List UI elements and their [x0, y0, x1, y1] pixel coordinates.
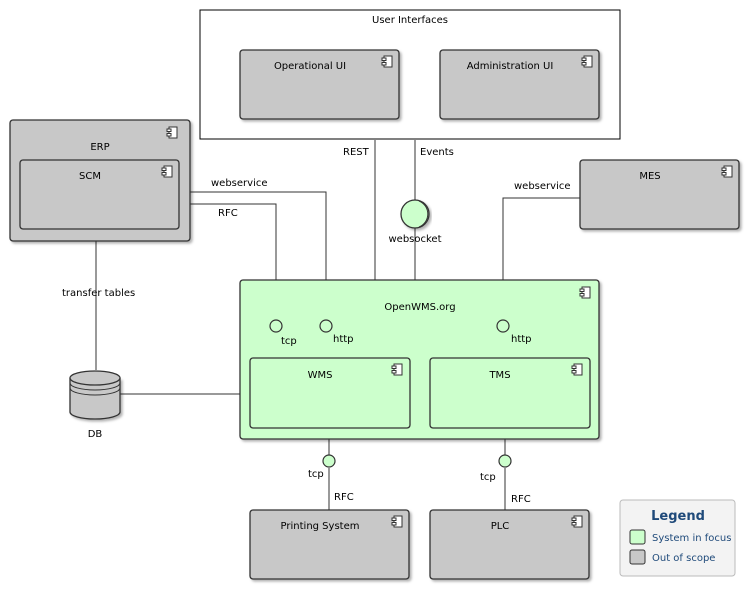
administration-ui-component[interactable]: Administration UI: [439, 49, 600, 120]
plc-component[interactable]: PLC: [429, 509, 590, 580]
transfer-tables-label: transfer tables: [62, 288, 135, 299]
wms-http-port: [319, 319, 333, 333]
printing-system-label: Printing System: [281, 521, 360, 532]
legend: Legend System in focus Out of scope: [619, 499, 736, 577]
mes-webservice-label: webservice: [514, 181, 571, 192]
plc-label: PLC: [491, 521, 510, 532]
openwms-label: OpenWMS.org: [384, 302, 455, 313]
operational-ui-component[interactable]: Operational UI: [239, 49, 400, 120]
rest-label: REST: [343, 147, 370, 158]
operational-ui-label: Operational UI: [274, 61, 346, 72]
mes-component[interactable]: MES: [579, 159, 740, 230]
legend-item-focus: System in focus: [652, 533, 731, 544]
db-database[interactable]: DB: [69, 370, 121, 440]
db-label: DB: [88, 429, 103, 440]
scm-rfc-label: RFC: [218, 208, 238, 219]
scm-webservice-label: webservice: [211, 178, 268, 189]
wms-component[interactable]: WMS: [249, 357, 411, 429]
component-icon: [166, 126, 178, 139]
wms-http-label: http: [333, 334, 354, 345]
user-interfaces-title: User Interfaces: [372, 15, 448, 26]
legend-item-out-of-scope: Out of scope: [652, 553, 715, 564]
component-icon: [391, 515, 403, 528]
tms-label: TMS: [488, 370, 510, 381]
administration-ui-label: Administration UI: [467, 61, 554, 72]
tms-down-tcp-label: tcp: [480, 472, 496, 483]
component-icon: [579, 286, 591, 299]
wms-out-tcp-port: [322, 454, 336, 468]
component-icon: [571, 363, 583, 376]
tms-down-rfc-label: RFC: [511, 494, 531, 505]
tms-http-port: [496, 319, 510, 333]
tms-out-tcp-port: [498, 454, 512, 468]
mes-label: MES: [639, 171, 660, 182]
component-icon: [721, 165, 733, 178]
tms-http-label: http: [511, 334, 532, 345]
websocket-label: websocket: [388, 234, 441, 245]
wms-tcp-label: tcp: [281, 336, 297, 347]
component-icon: [381, 55, 393, 68]
wms-down-tcp-label: tcp: [308, 469, 324, 480]
printing-system-component[interactable]: Printing System: [249, 509, 410, 580]
component-icon: [391, 363, 403, 376]
websocket-interface[interactable]: websocket: [388, 199, 442, 245]
tms-component[interactable]: TMS: [429, 357, 591, 429]
wms-tcp-port: [269, 319, 283, 333]
component-icon: [581, 55, 593, 68]
scm-component[interactable]: SCM: [19, 159, 180, 230]
legend-swatch-focus: [629, 529, 646, 545]
wms-down-rfc-label: RFC: [334, 492, 354, 503]
events-label: Events: [420, 147, 454, 158]
component-icon: [161, 165, 173, 178]
erp-label: ERP: [90, 142, 109, 153]
component-icon: [571, 515, 583, 528]
scm-label: SCM: [79, 171, 101, 182]
legend-title: Legend: [651, 509, 705, 524]
legend-swatch-out-of-scope: [629, 549, 646, 565]
interface-ports: [269, 319, 512, 468]
wms-label: WMS: [308, 370, 333, 381]
